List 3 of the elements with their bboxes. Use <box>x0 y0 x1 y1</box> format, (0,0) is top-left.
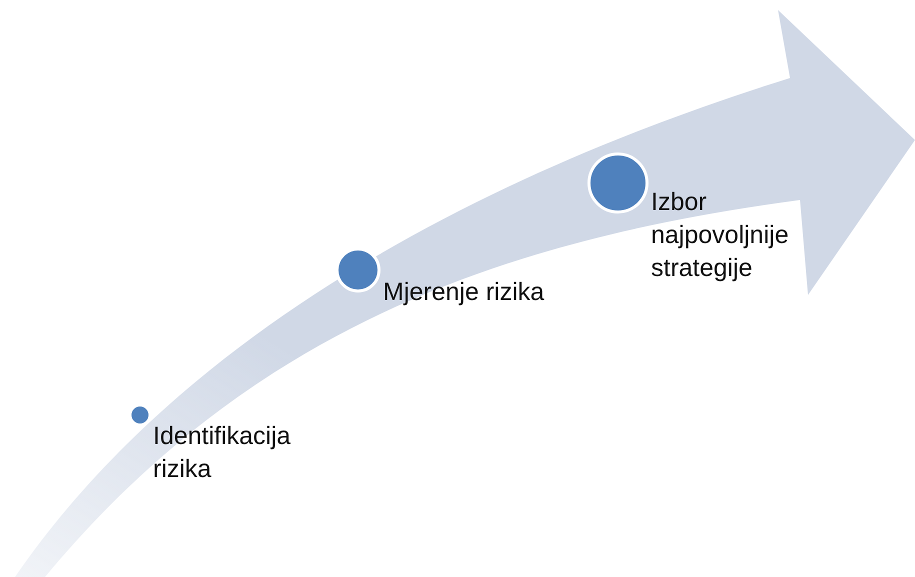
step-label: Izbor najpovoljnije strategije <box>651 187 790 284</box>
step-label: Identifikacija rizika <box>153 421 292 485</box>
step-label: Mjerenje rizika <box>383 277 546 308</box>
